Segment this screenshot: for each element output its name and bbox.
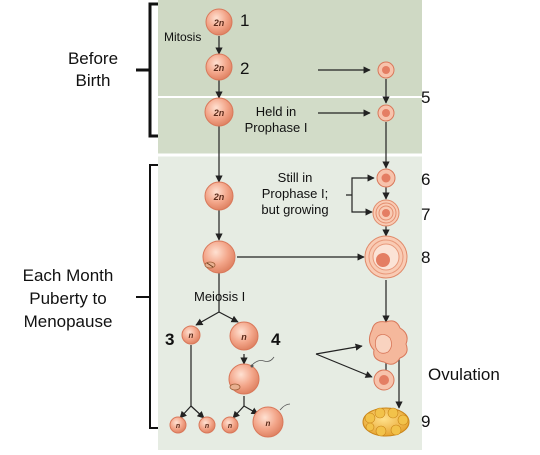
before-birth-line-2: Birth bbox=[75, 71, 111, 90]
cell-label-2n: 2n bbox=[213, 63, 225, 73]
held-label: Held in Prophase I bbox=[238, 104, 314, 136]
step-number-3: 3 bbox=[165, 330, 175, 349]
polar-body-c: n bbox=[221, 416, 239, 434]
cell-label-2n: 2n bbox=[213, 192, 225, 202]
dividing-oocyte bbox=[202, 240, 236, 274]
ruptured-follicle bbox=[368, 320, 408, 365]
cell-label-n: n bbox=[228, 423, 232, 430]
cell-label-n: n bbox=[241, 332, 247, 342]
held-line-1: Held in bbox=[255, 104, 297, 119]
arrow-4b-left bbox=[232, 405, 245, 419]
before-birth-line-1: Before bbox=[67, 49, 119, 68]
polar-body-a: n bbox=[169, 416, 187, 434]
primordial-follicle-1 bbox=[377, 61, 395, 79]
cell-label-n: n bbox=[176, 423, 180, 430]
primary-oocyte-monthly: 2n bbox=[204, 181, 234, 211]
arrow-3-right bbox=[190, 405, 205, 419]
oogonium-cell-2: 2n bbox=[205, 53, 233, 81]
primary-follicle-6 bbox=[376, 168, 396, 188]
arrow-to-polar-3 bbox=[195, 311, 220, 326]
step-number-4: 4 bbox=[271, 330, 281, 349]
step-number-8: 8 bbox=[421, 248, 431, 267]
mitosis-label: Mitosis bbox=[164, 30, 202, 44]
still-line-3: but growing bbox=[261, 202, 329, 217]
arrow-4-ovulation-a bbox=[315, 343, 363, 355]
step-number-7: 7 bbox=[421, 205, 431, 224]
cell-label-2n: 2n bbox=[213, 18, 225, 28]
cell-label-2n: 2n bbox=[213, 108, 225, 118]
ovum: n bbox=[252, 403, 291, 438]
before-birth-panel bbox=[158, 0, 422, 97]
primordial-follicle-5 bbox=[377, 104, 395, 122]
arrow-3-left bbox=[179, 405, 192, 419]
arrow-to-oocyte-4 bbox=[218, 311, 239, 323]
mature-follicle-8 bbox=[364, 235, 408, 279]
oogonium-cell-1: 2n bbox=[205, 8, 233, 36]
each-month-label: Each Month Puberty to Menopause bbox=[8, 264, 128, 333]
arrow-4-ovulation-b bbox=[315, 353, 373, 378]
corpus-luteum-9 bbox=[362, 407, 410, 437]
held-line-2: Prophase I bbox=[244, 120, 308, 135]
cell-label-n: n bbox=[189, 331, 194, 340]
each-month-line-1: Each Month bbox=[22, 266, 114, 285]
before-birth-label: Before Birth bbox=[58, 48, 128, 92]
step-number-5: 5 bbox=[421, 88, 431, 107]
before-birth-bracket bbox=[136, 2, 158, 138]
still-line-1: Still in bbox=[277, 170, 313, 185]
still-label: Still in Prophase I; but growing bbox=[252, 170, 338, 218]
step-number-9: 9 bbox=[421, 412, 431, 431]
primary-oocyte-held: 2n bbox=[204, 97, 234, 127]
each-month-line-2: Puberty to bbox=[29, 289, 107, 308]
each-month-bracket bbox=[136, 164, 158, 429]
still-bracket bbox=[346, 177, 362, 213]
ovulation-label: Ovulation bbox=[428, 365, 500, 384]
meiosis-label: Meiosis I bbox=[194, 289, 246, 304]
step-number-1: 1 bbox=[240, 11, 250, 30]
held-panel bbox=[158, 97, 422, 155]
cell-label-n: n bbox=[205, 423, 209, 430]
step-number-6: 6 bbox=[421, 170, 431, 189]
cell-label-n: n bbox=[266, 419, 271, 428]
polar-body-b: n bbox=[198, 416, 216, 434]
each-month-line-3: Menopause bbox=[23, 312, 113, 331]
step-number-2: 2 bbox=[240, 59, 250, 78]
fertilizing-oocyte bbox=[228, 356, 275, 395]
still-line-2: Prophase I; bbox=[261, 186, 329, 201]
ovulated-egg bbox=[373, 369, 395, 391]
growing-follicle-7 bbox=[372, 199, 400, 227]
first-polar-body-3: n bbox=[181, 325, 201, 345]
secondary-oocyte-4: n bbox=[229, 321, 259, 351]
